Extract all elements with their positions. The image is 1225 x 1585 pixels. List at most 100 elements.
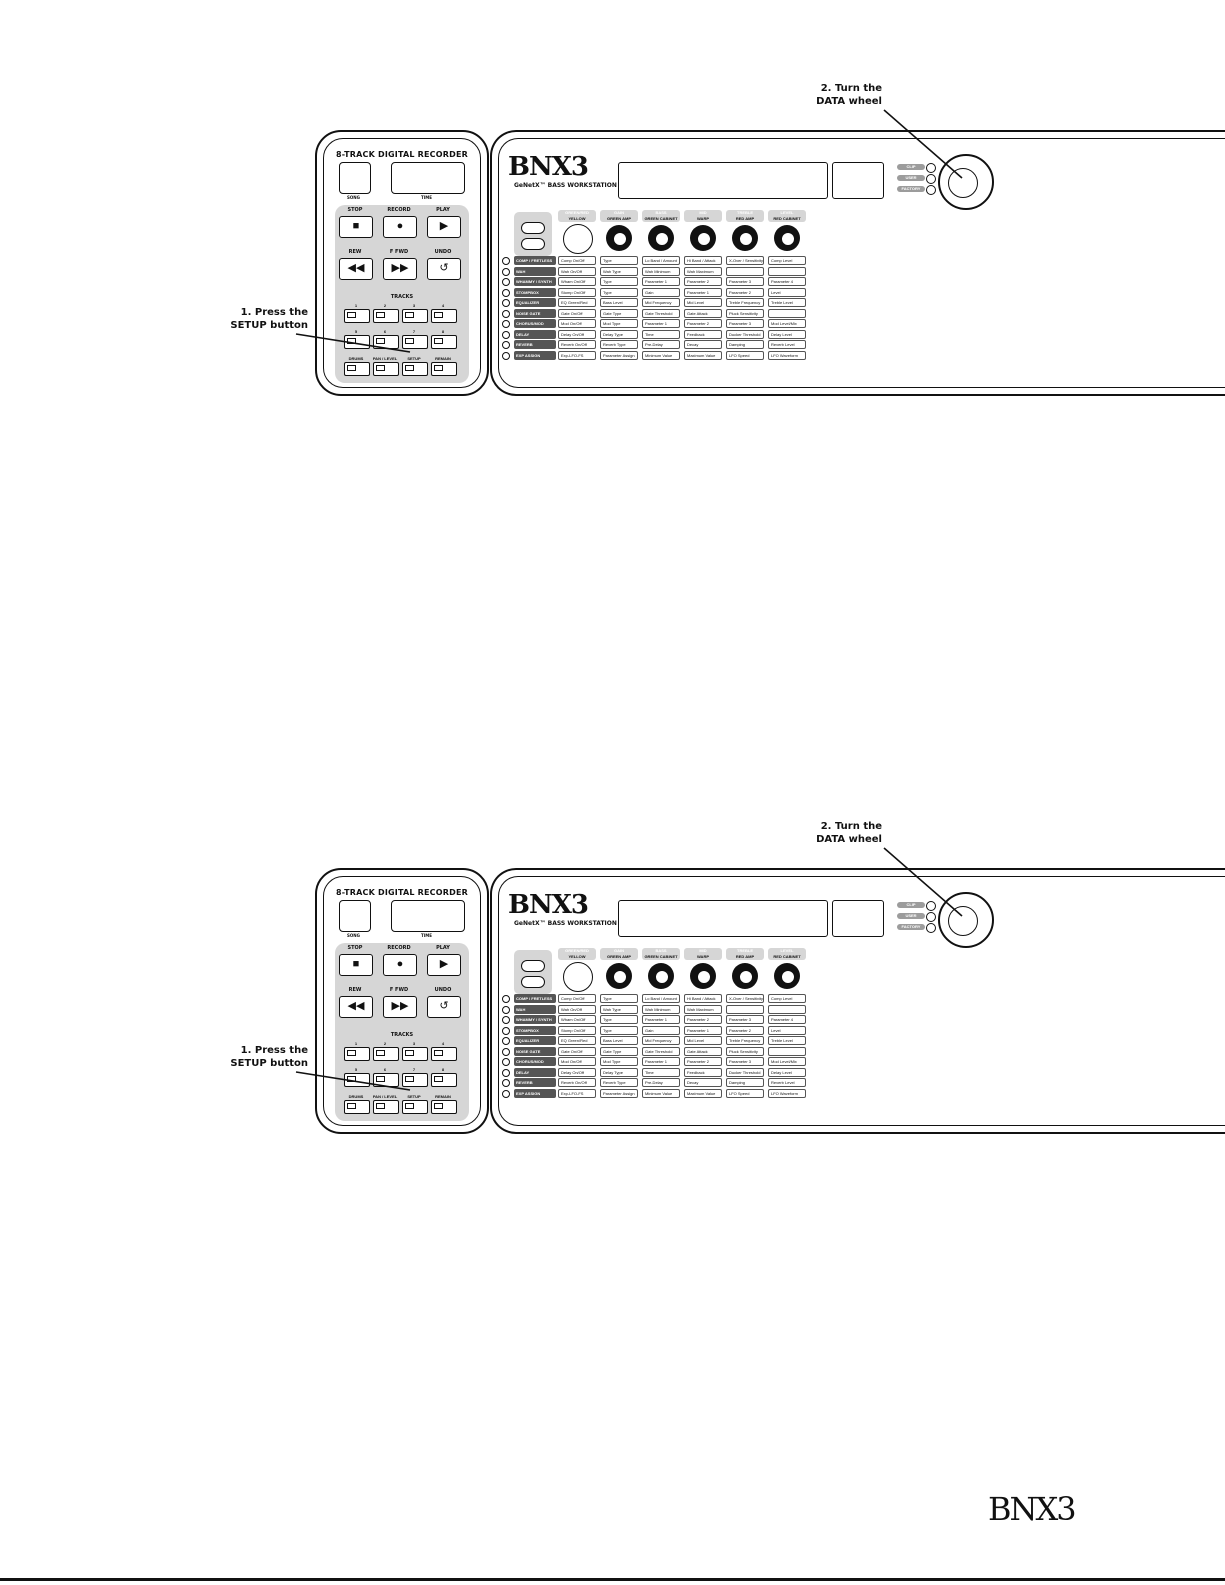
setup-button[interactable] [402, 362, 428, 376]
track-5-label: 5 [354, 1067, 358, 1072]
param-cell: Parameter 3 [726, 319, 764, 328]
effect-label[interactable]: COMP / FRETLESS [514, 256, 556, 265]
effect-label[interactable]: WAH [514, 1004, 556, 1014]
track-6-button[interactable] [373, 335, 399, 349]
play-button[interactable]: ▶ [427, 216, 461, 238]
track-3-button[interactable] [402, 1047, 428, 1061]
knob-6[interactable] [774, 225, 800, 251]
effect-label[interactable]: DELAY [514, 329, 556, 339]
drums-button[interactable] [344, 362, 370, 376]
rew-button[interactable]: ◀◀ [339, 258, 373, 280]
effect-label[interactable]: WHAMMY / SYNTH [514, 1015, 556, 1024]
param-cell: Parameter 2 [684, 1015, 722, 1024]
effect-select[interactable] [514, 212, 552, 256]
figure-bottom: 1. Press the SETUP button 2. Turn the DA… [0, 818, 1225, 1148]
param-cell: Gate Attack [684, 308, 722, 318]
knob-3[interactable] [648, 225, 674, 251]
undo-button[interactable]: ↺ [427, 996, 461, 1018]
knob-header-top: LEVEL [780, 948, 794, 953]
knob-4[interactable] [690, 963, 716, 989]
track-3-button[interactable] [402, 309, 428, 323]
play-button[interactable]: ▶ [427, 954, 461, 976]
track-7-button[interactable] [402, 1073, 428, 1087]
knob-4[interactable] [690, 225, 716, 251]
knob-header-bottom: RED AMP [735, 216, 755, 221]
effect-label[interactable]: NOISE GATE [514, 308, 556, 318]
knob-3[interactable] [648, 963, 674, 989]
effect-down-button[interactable] [521, 976, 545, 988]
knob-5[interactable] [732, 963, 758, 989]
effect-label[interactable]: NOISE GATE [514, 1046, 556, 1056]
effect-label[interactable]: STOMPBOX [514, 287, 556, 297]
drums-button[interactable] [344, 1100, 370, 1114]
effect-label[interactable]: REVERB [514, 340, 556, 349]
status-factory-led [926, 923, 936, 933]
effect-label[interactable]: EQUALIZER [514, 1036, 556, 1045]
f-fwd-button[interactable]: ▶▶ [383, 258, 417, 280]
knob-5[interactable] [732, 225, 758, 251]
track-2-button[interactable] [373, 1047, 399, 1061]
track-4-button[interactable] [431, 309, 457, 323]
effect-label[interactable]: EXP ASSIGN [514, 1088, 556, 1098]
track-1-button[interactable] [344, 1047, 370, 1061]
param-cell: Delay Type [600, 329, 638, 339]
yellow-button[interactable] [563, 224, 593, 254]
remain-button[interactable] [431, 362, 457, 376]
undo-button[interactable]: ↺ [427, 258, 461, 280]
footer-logo: BNX3 [988, 1490, 1077, 1528]
effect-label[interactable]: CHORUS/MOD [514, 319, 556, 328]
track-2-button[interactable] [373, 309, 399, 323]
effect-label[interactable]: COMP / FRETLESS [514, 994, 556, 1003]
rew-button[interactable]: ◀◀ [339, 996, 373, 1018]
effect-up-button[interactable] [521, 960, 545, 972]
param-cell: Wah On/Off [558, 1004, 596, 1014]
effect-label[interactable]: STOMPBOX [514, 1025, 556, 1035]
track-4-button[interactable] [431, 1047, 457, 1061]
setup-button[interactable] [402, 1100, 428, 1114]
pan-level-button[interactable] [373, 362, 399, 376]
param-cell: Level [768, 1025, 806, 1035]
data-wheel[interactable] [938, 154, 994, 210]
knob-2[interactable] [606, 963, 632, 989]
effect-label[interactable]: REVERB [514, 1078, 556, 1087]
effect-label[interactable]: WAH [514, 266, 556, 276]
effect-label[interactable]: EQUALIZER [514, 298, 556, 307]
knob-2[interactable] [606, 225, 632, 251]
stop-button[interactable]: ■ [339, 954, 373, 976]
remain-button[interactable] [431, 1100, 457, 1114]
status-clip-label: CLIP [897, 902, 925, 908]
track-8-button[interactable] [431, 1073, 457, 1087]
param-cell: Reverb Level [768, 340, 806, 349]
track-7-button[interactable] [402, 335, 428, 349]
effect-label[interactable]: CHORUS/MOD [514, 1057, 556, 1066]
track-8-button[interactable] [431, 335, 457, 349]
play-icon: ▶ [439, 958, 449, 970]
data-wheel[interactable] [938, 892, 994, 948]
effect-down-button[interactable] [521, 238, 545, 250]
effect-select[interactable] [514, 950, 552, 994]
knob-header-bottom: RED CABINET [773, 216, 801, 221]
record-button[interactable]: ● [383, 954, 417, 976]
track-5-button[interactable] [344, 335, 370, 349]
param-cell: Exp-LFO-FS [558, 1088, 596, 1098]
preset-lcd-display [832, 162, 884, 199]
knob-6[interactable] [774, 963, 800, 989]
track-5-button[interactable] [344, 1073, 370, 1087]
track-6-button[interactable] [373, 1073, 399, 1087]
param-cell: Stomp On/Off [558, 287, 596, 297]
record-button[interactable]: ● [383, 216, 417, 238]
effect-label[interactable]: DELAY [514, 1067, 556, 1077]
track-1-button[interactable] [344, 309, 370, 323]
effect-label[interactable]: WHAMMY / SYNTH [514, 277, 556, 286]
pan-level-button[interactable] [373, 1100, 399, 1114]
effect-label[interactable]: EXP ASSIGN [514, 350, 556, 360]
f-fwd-button[interactable]: ▶▶ [383, 996, 417, 1018]
yellow-button[interactable] [563, 962, 593, 992]
param-cell: Feedback [684, 329, 722, 339]
effect-led [502, 1068, 510, 1077]
param-cell: Parameter 2 [684, 277, 722, 286]
stop-button[interactable]: ■ [339, 216, 373, 238]
effect-up-button[interactable] [521, 222, 545, 234]
